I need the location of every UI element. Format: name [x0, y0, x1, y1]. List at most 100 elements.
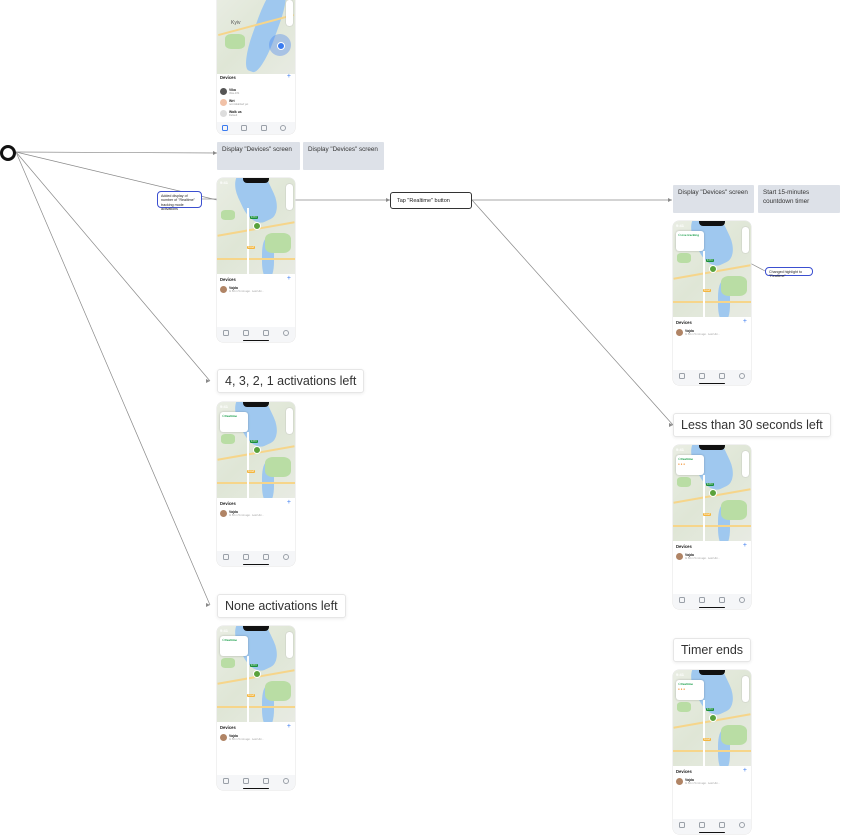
add-device-icon[interactable]: +: [742, 542, 747, 549]
devices-title: Devices: [220, 725, 236, 730]
tab-icon[interactable]: [243, 778, 249, 784]
tab-icon[interactable]: [719, 822, 725, 828]
phone-notch: [699, 221, 725, 226]
add-device-icon[interactable]: +: [286, 723, 291, 730]
devices-title: Devices: [220, 501, 236, 506]
tab-bar: [673, 370, 751, 385]
map-city-label: Kyiv: [231, 20, 241, 26]
device-row[interactable]: Vajda In 50 m 5 min ago · Lesi Ukr...: [676, 329, 748, 338]
device-row[interactable]: Vajda In 50 m 5 min ago · Lesi Ukr...: [220, 510, 292, 519]
tab-icon[interactable]: [223, 554, 229, 560]
map-controls[interactable]: [742, 227, 749, 253]
device-row[interactable]: Vajda In 50 m 5 min ago · Lesi Ukr...: [676, 778, 748, 787]
tab-icon[interactable]: [739, 597, 745, 603]
location-pin-icon[interactable]: [253, 446, 261, 454]
phone-notch: [699, 670, 725, 675]
location-pin-icon[interactable]: [253, 670, 261, 678]
status-time: 9:41: [220, 628, 229, 633]
tab-icon[interactable]: [243, 330, 249, 336]
avatar: [220, 510, 227, 517]
location-pin-icon[interactable]: [709, 489, 717, 497]
tab-icon[interactable]: [283, 554, 289, 560]
phone-devices-screen: KYIV Food 9:41 ☇ Realtime Devices + Vajd…: [217, 402, 295, 566]
realtime-card[interactable]: ☇ Realtime● ● ●: [676, 455, 704, 475]
tab-icon[interactable]: [739, 822, 745, 828]
device-sub: In 50 m 5 min ago · Lesi Ukr...: [229, 514, 264, 517]
device-name: Vajda: [229, 510, 238, 514]
device-sub: In 50 m 5 min ago · Lesi Ukr...: [685, 782, 720, 785]
add-device-icon[interactable]: +: [286, 275, 291, 282]
tab-icon[interactable]: [283, 330, 289, 336]
tab-icon[interactable]: [739, 373, 745, 379]
tab-icon[interactable]: [263, 330, 269, 336]
tab-bar: [673, 819, 751, 834]
devices-title: Devices: [676, 769, 692, 774]
tab-icon[interactable]: [243, 554, 249, 560]
realtime-card[interactable]: ☇ Live tracking: [676, 231, 704, 251]
map-controls[interactable]: [286, 0, 293, 26]
location-pin-icon[interactable]: [709, 265, 717, 273]
status-time: 9:41: [676, 447, 685, 452]
device-row[interactable]: Vajda In 50 m 5 min ago · Lesi Ukr...: [220, 286, 292, 295]
devices-title: Devices: [676, 320, 692, 325]
tab-icon[interactable]: [679, 597, 685, 603]
tab-icon[interactable]: [263, 778, 269, 784]
device-row[interactable]: Walk us Default: [220, 110, 292, 118]
start-node[interactable]: [0, 145, 16, 161]
tab-bar: [217, 775, 295, 790]
realtime-card[interactable]: ☇ Realtime: [220, 636, 248, 656]
device-row[interactable]: Vajda In 50 m 5 min ago · Lesi Ukr...: [676, 553, 748, 562]
tab-icon[interactable]: [241, 125, 247, 131]
current-location-icon: [277, 42, 285, 50]
tab-icon[interactable]: [223, 330, 229, 336]
sticky-display-devices: Display "Devices" screen: [217, 142, 300, 170]
devices-title: Devices: [676, 544, 692, 549]
label-activations-left: 4, 3, 2, 1 activations left: [217, 369, 365, 393]
tab-icon[interactable]: [223, 778, 229, 784]
status-time: 9:41: [220, 404, 229, 409]
devices-title: Devices: [220, 277, 236, 282]
home-indicator: [699, 382, 725, 384]
label-timer-ends: Timer ends: [673, 638, 752, 662]
add-device-icon[interactable]: +: [742, 318, 747, 325]
device-row[interactable]: Wrt not initialized yet: [220, 99, 292, 107]
phone-devices-screen: KYIV Food 9:41 ☇ Realtime● ● ● Devices +…: [673, 445, 751, 609]
realtime-card[interactable]: ☇ Realtime● ● ●: [676, 680, 704, 700]
map-controls[interactable]: [286, 408, 293, 434]
tab-icon[interactable]: [283, 778, 289, 784]
device-row[interactable]: Vika Vika-iOS: [220, 88, 292, 96]
location-pin-icon[interactable]: [709, 714, 717, 722]
map-controls[interactable]: [742, 676, 749, 702]
add-device-icon[interactable]: +: [286, 73, 291, 80]
avatar: [220, 99, 227, 106]
tab-icon[interactable]: [699, 373, 705, 379]
phone-devices-screen: KYIV Food 9:41 ☇ Realtime● ● ● Devices +…: [673, 670, 751, 834]
tab-icon[interactable]: [679, 373, 685, 379]
tab-icon[interactable]: [280, 125, 286, 131]
tab-icon[interactable]: [699, 822, 705, 828]
sticky-display-devices: Display "Devices" screen: [303, 142, 384, 170]
tab-icon[interactable]: [222, 125, 228, 131]
map-view: KYIV Food 9:41 ☇ Realtime: [217, 626, 295, 722]
map-controls[interactable]: [286, 632, 293, 658]
tab-icon[interactable]: [679, 822, 685, 828]
map-controls[interactable]: [742, 451, 749, 477]
tab-icon[interactable]: [261, 125, 267, 131]
location-pin-icon[interactable]: [253, 222, 261, 230]
tab-icon[interactable]: [719, 597, 725, 603]
home-indicator: [699, 606, 725, 608]
tab-icon[interactable]: [263, 554, 269, 560]
tab-icon[interactable]: [719, 373, 725, 379]
realtime-card[interactable]: ☇ Realtime: [220, 412, 248, 432]
tab-icon[interactable]: [699, 597, 705, 603]
avatar: [676, 778, 683, 785]
home-indicator: [699, 831, 725, 833]
device-row[interactable]: Vajda In 50 m 5 min ago · Lesi Ukr...: [220, 734, 292, 743]
add-device-icon[interactable]: +: [286, 499, 291, 506]
add-device-icon[interactable]: +: [742, 767, 747, 774]
connector-to-activations-left: [15, 151, 211, 382]
action-tap-realtime[interactable]: Tap "Realtime" button: [390, 192, 472, 209]
connector-to-less-30: [471, 199, 674, 426]
device-name: Vajda: [229, 286, 238, 290]
map-controls[interactable]: [286, 184, 293, 210]
